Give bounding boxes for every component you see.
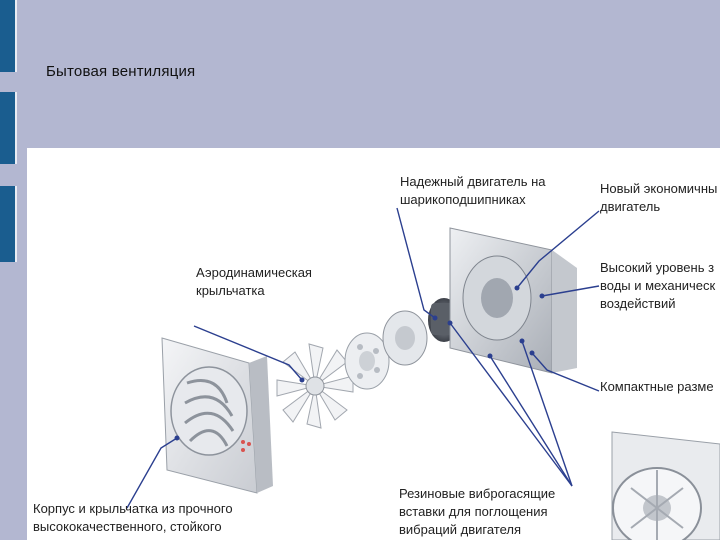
rear-housing: [449, 227, 577, 374]
fan-exploded-view: [126, 207, 720, 540]
mount-ring: [382, 310, 428, 366]
impeller: [276, 343, 354, 429]
grommet-disk: [344, 332, 390, 390]
side-tab-1[interactable]: [0, 0, 17, 72]
label-protection-level: Высокий уровень з воды и механическ возд…: [600, 260, 716, 311]
label-economic-motor: Новый экономичны двигатель: [600, 181, 718, 214]
label-compact-size: Компактные разме: [600, 379, 714, 394]
label-reliable-motor: Надежный двигатель на шарикоподшипниках: [400, 174, 546, 207]
slide-title: Бытовая вентиляция: [46, 63, 196, 80]
side-tab-3[interactable]: [0, 186, 17, 262]
side-tab-2[interactable]: [0, 92, 17, 164]
label-aerodynamic-impeller: Аэродинамическая крыльчатка: [196, 265, 312, 298]
assembled-fan-preview: [611, 431, 720, 540]
fan-front-housing: [161, 337, 273, 494]
diagram-panel: Надежный двигатель на шарикоподшипниках …: [27, 148, 720, 540]
label-rubber-dampers: Резиновые виброгасящие вставки для погло…: [399, 486, 556, 537]
leader-lines: [126, 207, 600, 509]
leader-dots: [174, 285, 545, 441]
label-body-material: Корпус и крыльчатка из прочного высокока…: [33, 501, 233, 534]
